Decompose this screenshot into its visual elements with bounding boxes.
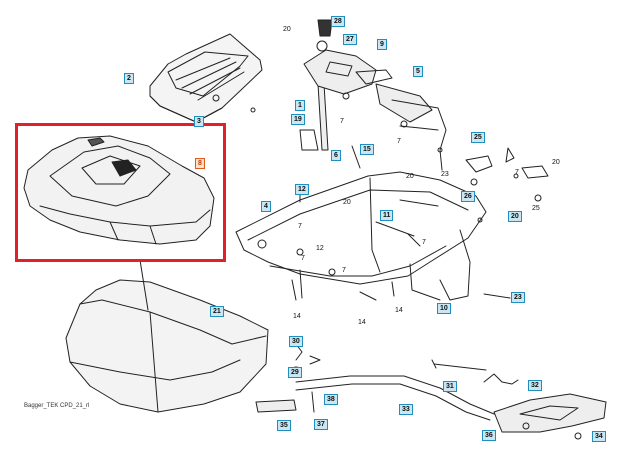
callout-36[interactable]: 36: [482, 430, 496, 441]
callout-34[interactable]: 34: [592, 431, 606, 442]
callout-7[interactable]: 7: [340, 118, 344, 125]
callout-5[interactable]: 5: [413, 66, 423, 77]
body-part-21[interactable]: [65, 259, 269, 413]
bolts[interactable]: [257, 92, 511, 301]
callout-11[interactable]: 11: [380, 210, 394, 221]
callout-26[interactable]: 26: [461, 191, 475, 202]
callout-15[interactable]: 15: [360, 144, 374, 155]
callout-7[interactable]: 7: [397, 138, 401, 145]
callout-14[interactable]: 14: [293, 313, 301, 320]
callout-6[interactable]: 6: [331, 150, 341, 161]
callout-20[interactable]: 20: [406, 173, 414, 180]
callout-7[interactable]: 7: [342, 267, 346, 274]
callout-27[interactable]: 27: [343, 34, 357, 45]
callout-21[interactable]: 21: [210, 306, 224, 317]
callout-3[interactable]: 3: [194, 116, 204, 127]
callout-23[interactable]: 23: [441, 171, 449, 178]
callout-10[interactable]: 10: [437, 303, 451, 314]
callout-31[interactable]: 31: [443, 381, 457, 392]
callout-19[interactable]: 19: [291, 114, 305, 125]
callout-37[interactable]: 37: [314, 419, 328, 430]
callout-33[interactable]: 33: [399, 404, 413, 415]
callout-35[interactable]: 35: [277, 420, 291, 431]
callout-9[interactable]: 9: [377, 39, 387, 50]
callout-32[interactable]: 32: [528, 380, 542, 391]
hood-part-8[interactable]: [23, 135, 215, 245]
callout-12[interactable]: 12: [295, 184, 309, 195]
diagram-caption: Bagger_TEK CPD_21_rl: [24, 403, 90, 409]
callout-20[interactable]: 20: [343, 199, 351, 206]
shroud-part-2[interactable]: [149, 33, 263, 123]
callout-38[interactable]: 38: [324, 394, 338, 405]
callout-29[interactable]: 29: [288, 367, 302, 378]
callout-1[interactable]: 1: [295, 100, 305, 111]
callout-7[interactable]: 7: [298, 223, 302, 230]
callout-7[interactable]: 7: [515, 169, 519, 176]
callout-14[interactable]: 14: [358, 319, 366, 326]
misc-hardware[interactable]: [255, 343, 519, 413]
callout-20[interactable]: 20: [552, 159, 560, 166]
callout-23[interactable]: 23: [511, 292, 525, 303]
callout-25[interactable]: 25: [532, 205, 540, 212]
callout-20[interactable]: 20: [508, 211, 522, 222]
callout-12[interactable]: 12: [316, 245, 324, 252]
callout-2[interactable]: 2: [124, 73, 134, 84]
callout-28[interactable]: 28: [331, 16, 345, 27]
callout-4[interactable]: 4: [261, 201, 271, 212]
hood-highlight-frame: [15, 123, 226, 262]
callout-7[interactable]: 7: [422, 239, 426, 246]
callout-25[interactable]: 25: [471, 132, 485, 143]
lever-part-33[interactable]: [295, 359, 495, 421]
callout-20[interactable]: 20: [283, 26, 291, 33]
linkage-part-6[interactable]: [391, 99, 447, 171]
callout-8[interactable]: 8: [195, 158, 205, 169]
bracket-part-9[interactable]: [303, 19, 433, 123]
plate-part-36[interactable]: [493, 393, 607, 440]
hardware-right[interactable]: [465, 147, 549, 202]
callout-7[interactable]: 7: [301, 255, 305, 262]
frame-assembly[interactable]: [235, 171, 487, 301]
callout-14[interactable]: 14: [395, 307, 403, 314]
callout-30[interactable]: 30: [289, 336, 303, 347]
